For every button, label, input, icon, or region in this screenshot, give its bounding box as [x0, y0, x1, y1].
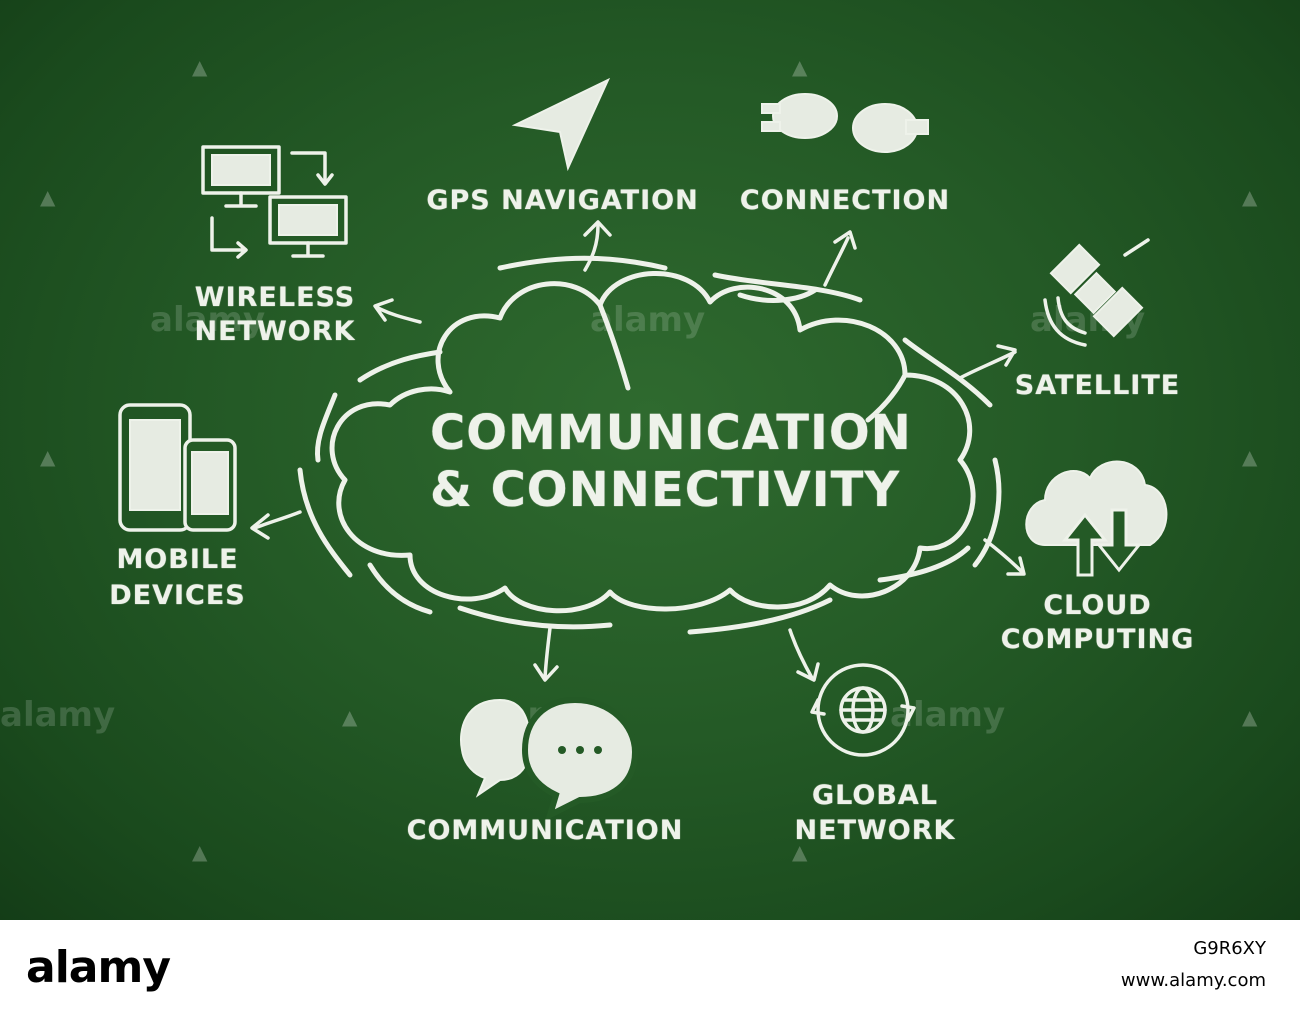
- watermark-mark: ▲: [192, 840, 208, 864]
- cloud-computing-icon: [1025, 460, 1168, 577]
- label-satellite: SATELLITE: [1014, 370, 1181, 401]
- satellite-icon: [1043, 238, 1150, 347]
- center-title-line1: COMMUNICATION: [430, 405, 912, 461]
- gps-arrow-icon: [511, 77, 611, 172]
- watermark-mark: ▲: [40, 185, 56, 209]
- global-network-icon: [810, 663, 916, 757]
- arrow-to-communication: [533, 626, 559, 682]
- label-mobile-line1: MOBILE: [116, 544, 239, 575]
- watermark: alamy: [0, 695, 116, 735]
- arrow-to-wireless: [373, 298, 422, 324]
- arrow-to-connection: [823, 230, 857, 287]
- arrow-to-mobile: [250, 510, 302, 540]
- label-global-line2: NETWORK: [794, 815, 956, 846]
- watermark-mark: ▲: [192, 55, 208, 79]
- footer-logo: alamy: [26, 942, 171, 993]
- label-mobile-line2: DEVICES: [109, 580, 246, 611]
- label-communication: COMMUNICATION: [406, 815, 684, 846]
- plug-connection-icon: [761, 93, 929, 153]
- label-global-line1: GLOBAL: [811, 780, 939, 811]
- label-cloud-line1: CLOUD: [1043, 590, 1152, 621]
- mobile-devices-icon: [118, 403, 237, 532]
- label-gps-navigation: GPS NAVIGATION: [426, 185, 699, 216]
- label-connection: CONNECTION: [739, 185, 951, 216]
- watermark-mark: ▲: [1242, 705, 1258, 729]
- watermark-mark: ▲: [1242, 185, 1258, 209]
- arrow-to-cloud-computing: [983, 538, 1026, 576]
- arrow-to-gps: [583, 220, 612, 272]
- watermark-mark: ▲: [1242, 445, 1258, 469]
- center-title-line2: & CONNECTIVITY: [430, 462, 901, 518]
- footer-image-id: G9R6XY: [1193, 938, 1266, 959]
- watermark: alamy: [150, 300, 266, 340]
- stock-footer: alamy G9R6XY www.alamy.com: [0, 920, 1300, 1010]
- watermark-mark: ▲: [792, 840, 808, 864]
- chalkboard: alamy alamy alamy alamy alamy alamy ▲ ▲ …: [0, 0, 1300, 920]
- speech-bubbles-icon: [460, 696, 639, 821]
- label-wireless-line1: WIRELESS: [194, 282, 356, 313]
- diagram-drawing: [118, 77, 1168, 821]
- watermark-mark: ▲: [40, 445, 56, 469]
- wireless-network-icon: [201, 145, 348, 259]
- arrow-to-global-network: [788, 628, 820, 682]
- arrow-to-satellite: [958, 344, 1017, 380]
- watermark-mark: ▲: [342, 705, 358, 729]
- footer-url: www.alamy.com: [1120, 970, 1266, 991]
- watermark-mark: ▲: [792, 55, 808, 79]
- label-cloud-line2: COMPUTING: [1000, 624, 1195, 655]
- label-wireless-line2: NETWORK: [194, 316, 356, 347]
